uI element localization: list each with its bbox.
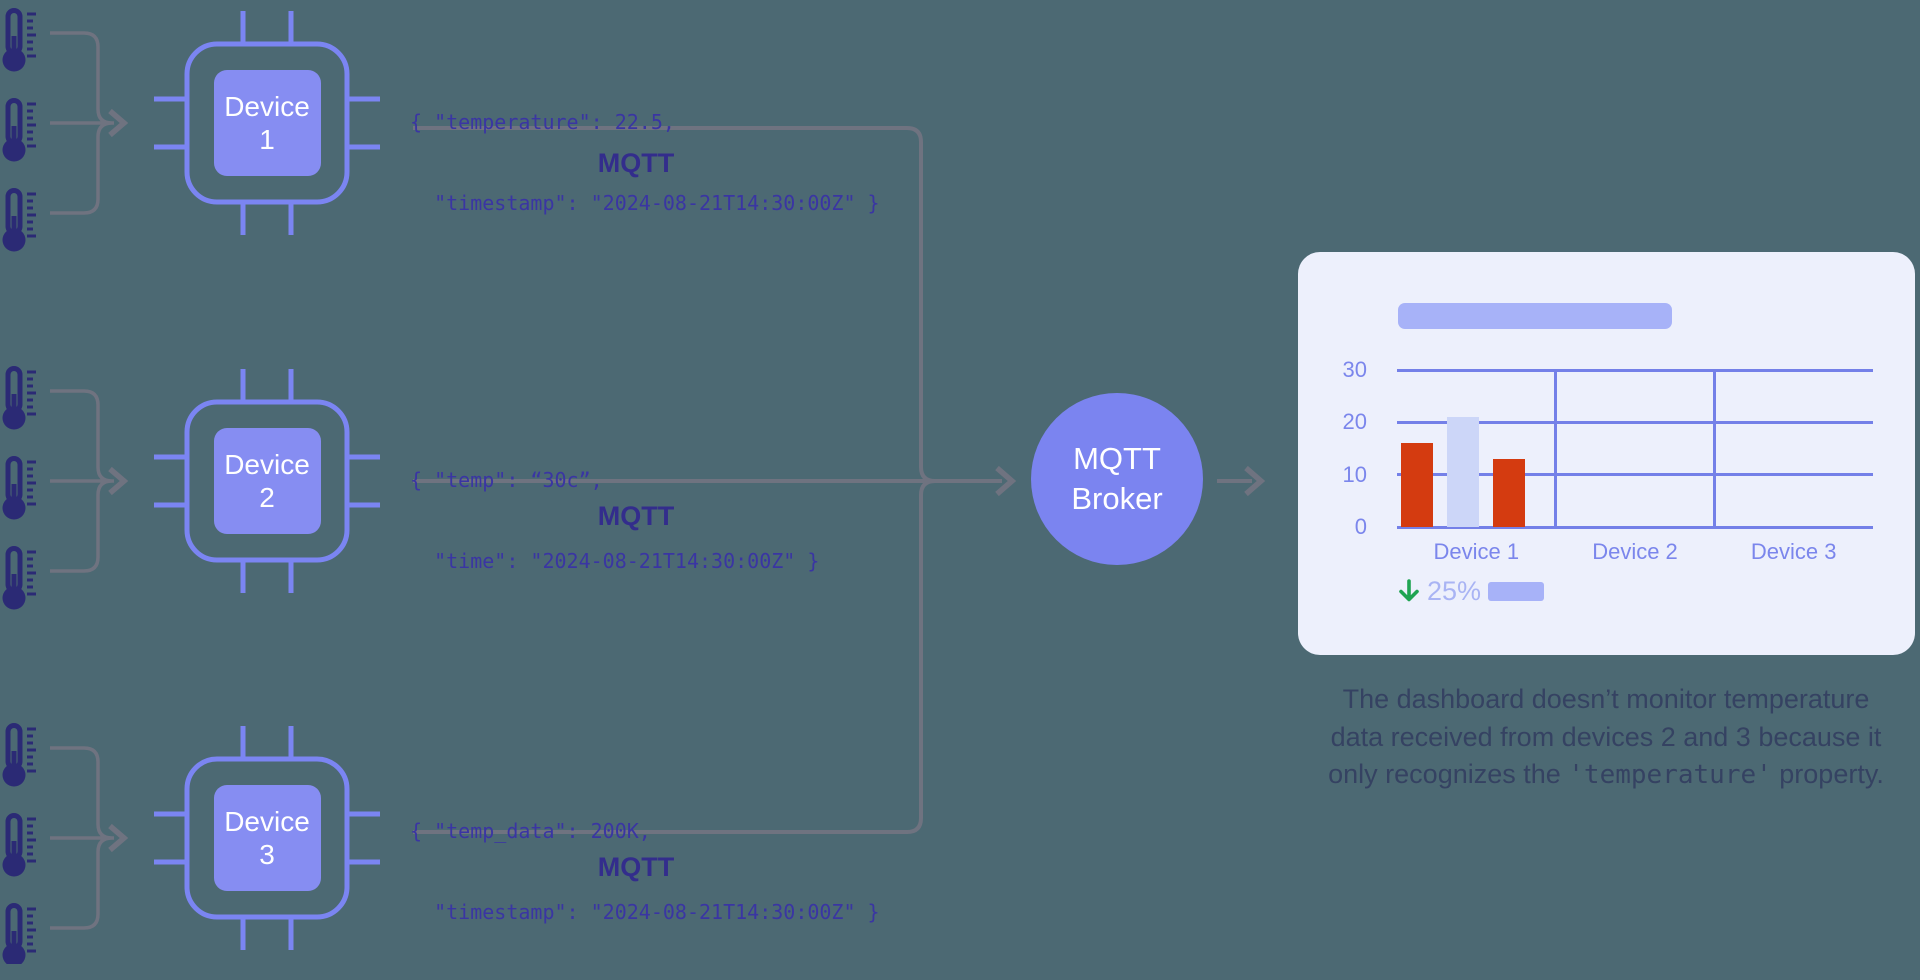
gridline-vertical bbox=[1554, 370, 1558, 527]
y-axis-label: 20 bbox=[1342, 409, 1367, 435]
chart-bar bbox=[1447, 417, 1479, 527]
stat-bar-placeholder bbox=[1488, 581, 1545, 601]
device-1-payload: { "temperature": 22.5, "timestamp": "202… bbox=[410, 110, 880, 215]
broker-output-arrowhead-icon bbox=[1244, 465, 1266, 497]
down-arrow-icon bbox=[1399, 579, 1419, 602]
x-axis-label: Device 2 bbox=[1592, 539, 1678, 564]
dashboard-title-placeholder bbox=[1398, 303, 1672, 329]
gridline-horizontal bbox=[1397, 420, 1873, 424]
y-axis-label: 10 bbox=[1342, 461, 1367, 487]
gridline-horizontal bbox=[1397, 525, 1873, 529]
broker-input-arrowhead-icon bbox=[995, 465, 1017, 497]
y-axis-label: 30 bbox=[1342, 357, 1367, 382]
caption-text: The dashboard doesn’t monitor temperatur… bbox=[1328, 684, 1884, 790]
device-1-label: Device 1 bbox=[224, 91, 310, 155]
x-axis-label: Device 1 bbox=[1433, 539, 1520, 564]
gridline-horizontal bbox=[1397, 368, 1873, 372]
device-1-protocol-label: MQTT bbox=[597, 148, 675, 178]
device-1-sensor-cluster bbox=[3, 11, 125, 252]
chart-bar bbox=[1493, 458, 1525, 527]
device-3-sensor-cluster bbox=[3, 726, 125, 965]
gridline-vertical bbox=[1712, 370, 1716, 527]
y-axis-label: 0 bbox=[1354, 514, 1367, 539]
x-axis-label: Device 3 bbox=[1750, 539, 1837, 564]
mqtt-broker-label: MQTT Broker bbox=[1071, 441, 1163, 516]
stat-value: 25% bbox=[1427, 575, 1482, 606]
device-3-payload: { "temp_data": 200K, "timestamp": "2024-… bbox=[410, 819, 880, 924]
caption-code-snippet: 'temperature' bbox=[1568, 760, 1772, 790]
device-3-label: Device 3 bbox=[224, 806, 310, 870]
device-2-sensor-cluster bbox=[3, 369, 125, 610]
stat-row: 25% bbox=[1398, 575, 1545, 606]
device-2-protocol-label: MQTT bbox=[597, 501, 675, 531]
device-2-payload: { "temp": “30c”, "time": "2024-08-21T14:… bbox=[410, 468, 820, 573]
device-2-label: Device 2 bbox=[224, 449, 310, 513]
mqtt-broker-circle bbox=[1031, 393, 1203, 565]
mqtt-trunk-connector bbox=[413, 126, 1002, 834]
chart-bar bbox=[1401, 443, 1433, 527]
gridline-horizontal bbox=[1397, 473, 1873, 477]
device-3-protocol-label: MQTT bbox=[597, 852, 675, 882]
